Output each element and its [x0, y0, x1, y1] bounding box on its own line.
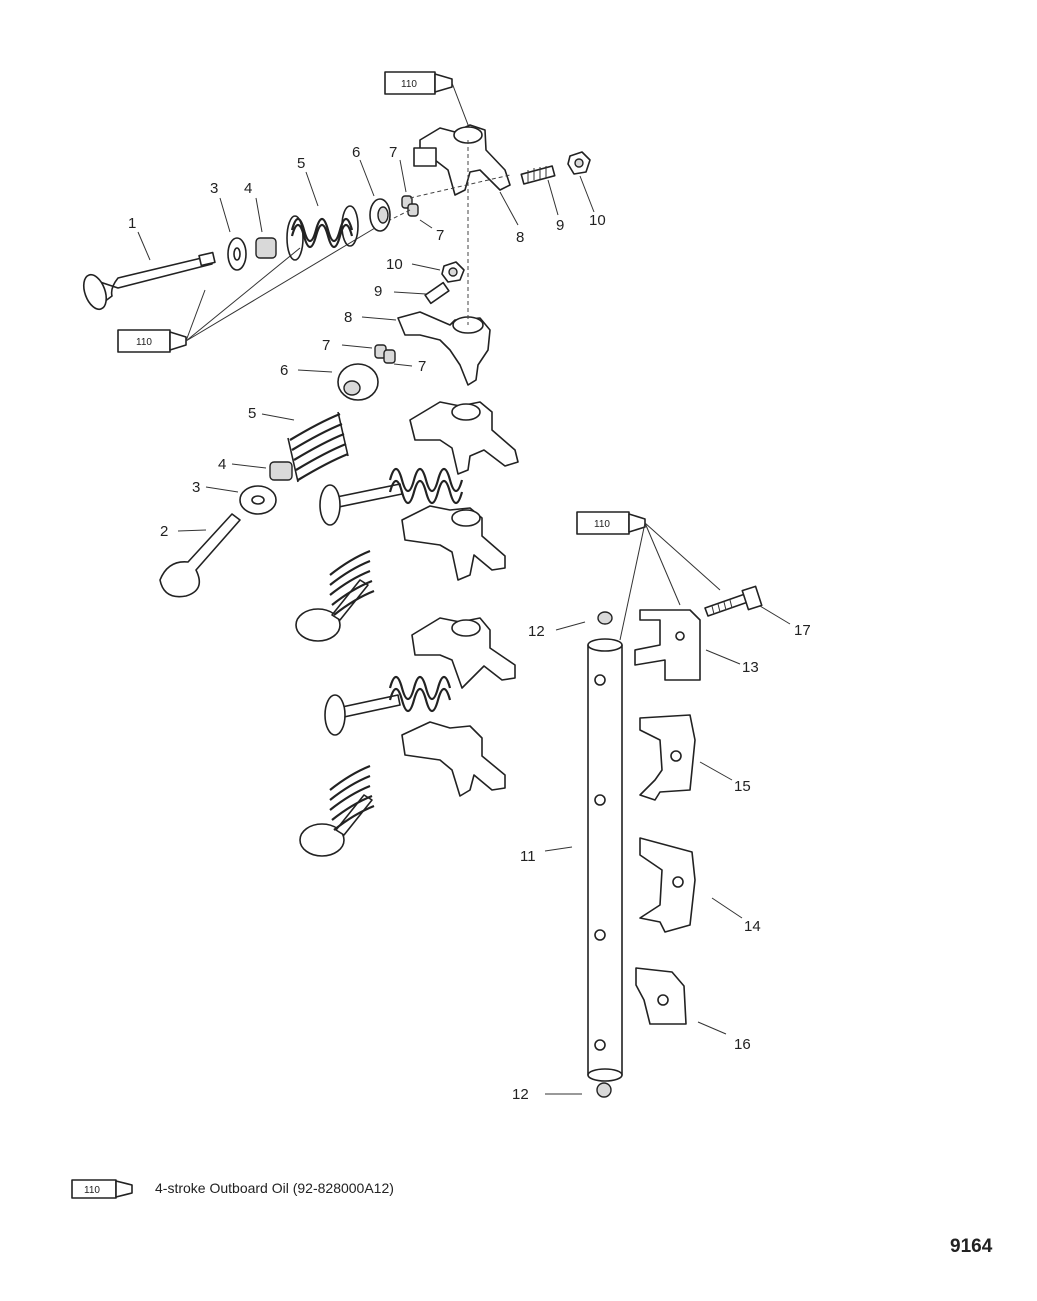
legend-lubricant-tube: 110	[71, 1179, 133, 1199]
valve-stem-seal-lower	[269, 461, 293, 481]
assembled-valve-3	[324, 675, 452, 736]
spring-seat-washer-lower	[239, 485, 277, 515]
callout-15: 15	[734, 778, 751, 795]
callout-2: 2	[160, 523, 168, 540]
callout-6: 6	[352, 144, 360, 161]
callout-5: 5	[297, 155, 305, 172]
assembled-rocker-2	[401, 505, 506, 581]
spring-retainer-lower	[337, 363, 379, 401]
assembled-rocker-3	[411, 617, 516, 689]
callout-16: 16	[734, 1036, 751, 1053]
assembled-rocker-1	[409, 401, 519, 475]
assembled-valve-4	[299, 764, 375, 857]
callout-12: 12	[528, 623, 545, 640]
callout-4: 4	[218, 456, 226, 473]
svg-text:110: 110	[136, 337, 152, 348]
bracket-16	[635, 967, 687, 1025]
shaft-plug-bottom	[596, 1082, 612, 1098]
assembled-rocker-4	[401, 721, 506, 797]
adjusting-screw-lower	[424, 281, 450, 305]
callout-7: 7	[418, 358, 426, 375]
callout-7: 7	[322, 337, 330, 354]
callout-3: 3	[210, 180, 218, 197]
callout-12: 12	[512, 1086, 529, 1103]
legend-lubricant-description: 4-stroke Outboard Oil (92-828000A12)	[155, 1180, 394, 1196]
valve-intake	[82, 251, 216, 311]
callout-14: 14	[744, 918, 761, 935]
callout-8: 8	[344, 309, 352, 326]
callout-4: 4	[244, 180, 252, 197]
bracket-14	[639, 837, 696, 933]
bracket-15	[639, 714, 696, 801]
callout-17: 17	[794, 622, 811, 639]
spring-retainer	[369, 198, 391, 232]
svg-text:110: 110	[401, 79, 417, 90]
callout-3: 3	[192, 479, 200, 496]
spring-seat-washer	[227, 237, 247, 271]
lock-nut	[567, 151, 591, 175]
valve-spring	[286, 205, 359, 261]
svg-text:110: 110	[84, 1185, 100, 1196]
callout-5: 5	[248, 405, 256, 422]
lubricant-tube-left: 110	[117, 329, 187, 353]
callout-8: 8	[516, 229, 524, 246]
callout-7: 7	[389, 144, 397, 161]
callout-7: 7	[436, 227, 444, 244]
svg-text:110: 110	[594, 519, 610, 530]
callout-10: 10	[386, 256, 403, 273]
callout-13: 13	[742, 659, 759, 676]
valve-stem-seal	[255, 237, 277, 259]
figure-id: 9164	[950, 1236, 993, 1257]
valve-spring-lower	[287, 411, 349, 483]
assembled-valve-2	[295, 549, 375, 642]
callout-9: 9	[556, 217, 564, 234]
callout-9: 9	[374, 283, 382, 300]
rocker-arm-lower	[397, 311, 491, 386]
shaft-plug-top	[597, 611, 613, 625]
valve-exhaust	[159, 513, 241, 598]
lubricant-tube-right: 110	[576, 511, 646, 535]
callout-1: 1	[128, 215, 136, 232]
bracket-13	[634, 609, 701, 681]
rocker-shaft	[587, 638, 623, 1082]
lock-nut-lower	[441, 261, 465, 283]
lubricant-tube-top: 110	[384, 71, 453, 95]
rocker-arm	[413, 124, 511, 196]
callout-6: 6	[280, 362, 288, 379]
bolt	[704, 585, 763, 617]
assembled-valve-1	[319, 467, 464, 526]
adjusting-screw	[520, 165, 556, 185]
callout-11: 11	[520, 848, 536, 865]
valve-keepers	[401, 195, 419, 217]
callout-10: 10	[589, 212, 606, 229]
valve-keepers-lower	[374, 344, 396, 364]
